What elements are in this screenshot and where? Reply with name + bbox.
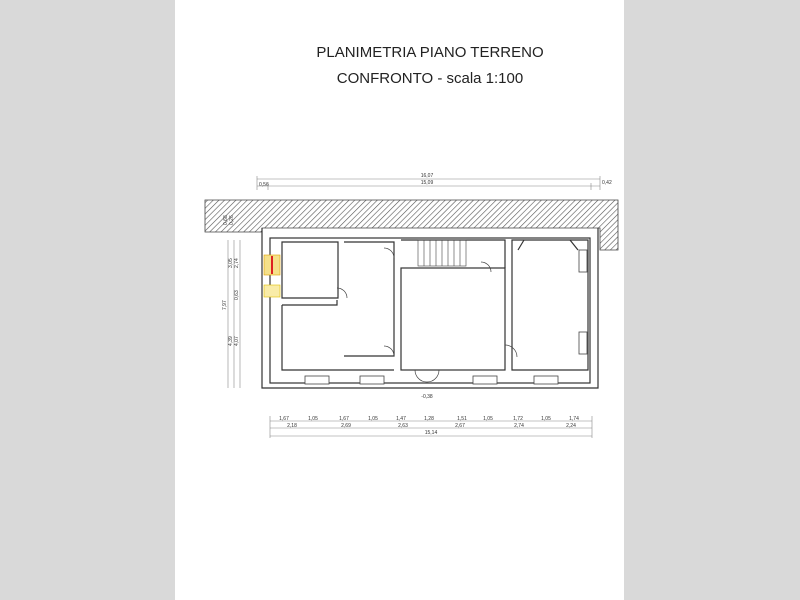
dim-inner-top: 15,09 xyxy=(421,180,434,186)
dim-left-e: 7,97 xyxy=(222,300,228,310)
dim-left-a: 0,68 xyxy=(223,215,229,225)
dim-left-d: 2,74 xyxy=(234,258,240,268)
left-dimension-lines xyxy=(227,240,241,388)
plan-subtitle: CONFRONTO - scala 1:100 xyxy=(336,70,524,87)
dim: 1,67 xyxy=(279,416,289,422)
dim: 2,69 xyxy=(341,423,351,429)
hatched-wall xyxy=(204,199,619,251)
dim: 1,74 xyxy=(569,416,579,422)
dim: 2,18 xyxy=(287,423,297,429)
dim: 1,28 xyxy=(424,416,434,422)
dim: 2,63 xyxy=(398,423,408,429)
dim-left-top: 0,56 xyxy=(259,182,269,188)
building-walls xyxy=(261,228,599,389)
level-mark: -0,38 xyxy=(421,394,433,400)
dim-left-c: 3,05 xyxy=(228,258,234,268)
dim: 1,67 xyxy=(339,416,349,422)
document-page xyxy=(175,0,624,600)
doors xyxy=(336,247,518,383)
bottom-dims-row2: 2,18 2,69 2,63 2,67 2,74 2,24 xyxy=(287,423,576,429)
highlight-window-yellow xyxy=(263,284,281,298)
dim: 1,72 xyxy=(513,416,523,422)
windows xyxy=(304,249,588,385)
staircase xyxy=(417,239,467,267)
plan-title: PLANIMETRIA PIANO TERRENO xyxy=(316,44,544,61)
dim-total-top: 16,07 xyxy=(421,173,434,179)
dim-left-b: 0,26 xyxy=(229,215,235,225)
dim-left-g: 4,39 xyxy=(228,336,234,346)
dim: 2,74 xyxy=(514,423,524,429)
dim-right-top: 0,42 xyxy=(602,180,612,186)
bottom-dims-row1: 1,67 1,05 1,67 1,05 1,47 1,28 1,51 1,05 … xyxy=(279,416,579,422)
dim: 2,67 xyxy=(455,423,465,429)
dim: 1,47 xyxy=(396,416,406,422)
dim-left-h: 4,07 xyxy=(234,336,240,346)
dim-left-f: 0,63 xyxy=(234,290,240,300)
dim: 1,05 xyxy=(308,416,318,422)
dim: 1,05 xyxy=(368,416,378,422)
dim-total-bottom: 15,14 xyxy=(425,430,438,436)
dim: 1,51 xyxy=(457,416,467,422)
dim: 2,24 xyxy=(566,423,576,429)
top-dimension-lines xyxy=(256,176,601,190)
dim: 1,05 xyxy=(541,416,551,422)
bottom-dimension-lines xyxy=(269,416,593,438)
dim: 1,05 xyxy=(483,416,493,422)
